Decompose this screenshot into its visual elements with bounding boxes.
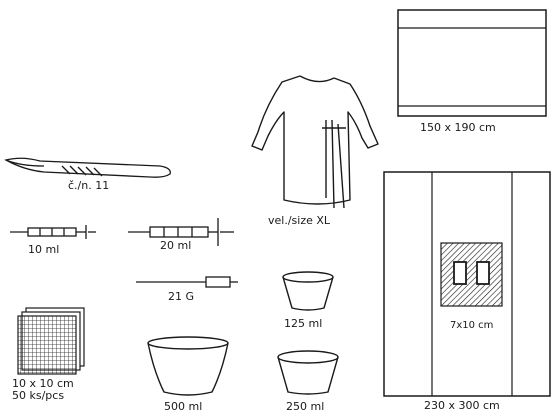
fenestration-label: 7x10 cm [450, 320, 494, 331]
syringe-20-drawing [128, 218, 234, 246]
drape-small-label: 150 x 190 cm [420, 121, 496, 134]
syringe-20-label: 20 ml [160, 239, 192, 252]
bowl-500-label: 500 ml [164, 400, 203, 413]
gown-drawing [251, 75, 379, 209]
gauze-count-label: 50 ks/pcs [12, 389, 65, 402]
syringe-10-label: 10 ml [28, 243, 60, 256]
syringe-10-drawing [10, 225, 96, 239]
needle-drawing [136, 276, 238, 288]
bowl-500-drawing [147, 336, 229, 396]
cup-125-label: 125 ml [284, 317, 323, 330]
drape-small-drawing [397, 9, 547, 117]
gauze-size-label: 10 x 10 cm [12, 377, 74, 390]
scalpel-drawing [4, 157, 171, 178]
cup-250-label: 250 ml [286, 400, 325, 413]
gown-label: vel./size XL [268, 214, 331, 227]
drape-large-label: 230 x 300 cm [424, 399, 500, 412]
cup-125-drawing [282, 271, 334, 311]
drape-large-drawing [383, 171, 551, 397]
gauze-label: 10 x 10 cm 50 ks/pcs [12, 378, 74, 402]
gauze-drawing [17, 307, 85, 375]
scalpel-label: č./n. 11 [68, 179, 110, 192]
cup-250-drawing [277, 350, 339, 395]
needle-label: 21 G [168, 290, 195, 303]
